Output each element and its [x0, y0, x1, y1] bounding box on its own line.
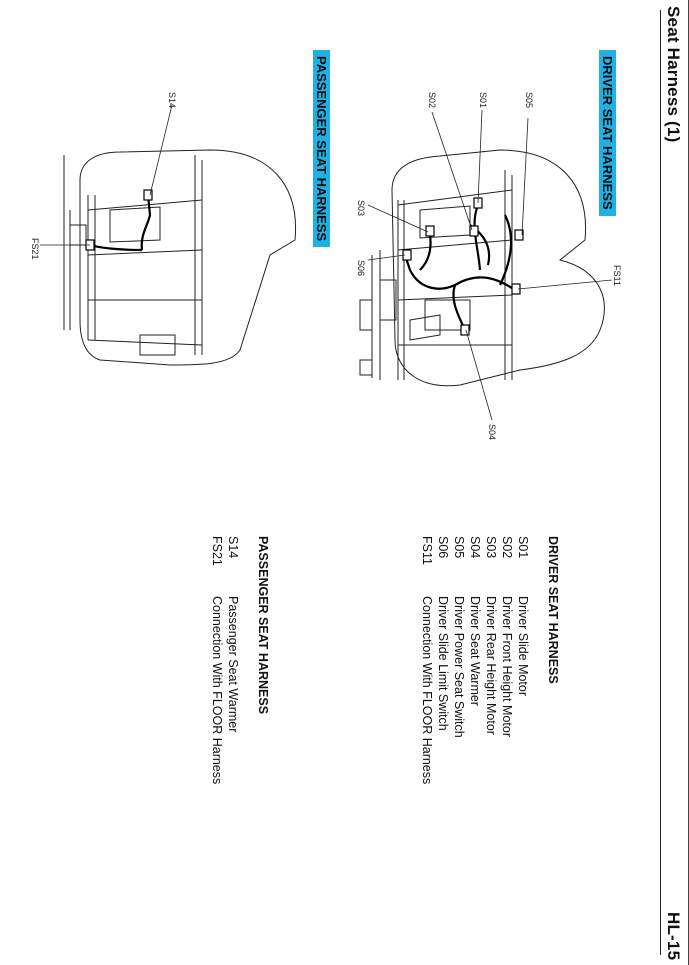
driver-callout-s06: S06 — [356, 260, 366, 277]
legend-code: S02 — [500, 536, 514, 559]
legend-desc: Connection With FLOOR Harness — [420, 596, 434, 785]
legend-desc: Driver Slide Motor — [516, 596, 530, 697]
driver-connector-s02 — [469, 225, 479, 237]
passenger-legend-title: PASSENGER SEAT HARNESS — [256, 536, 270, 715]
legend-desc: Connection With FLOOR Harness — [210, 596, 224, 785]
driver-callout-line-s04 — [465, 329, 493, 421]
legend-desc: Driver Seat Warmer — [468, 596, 482, 706]
driver-callout-line-fs11 — [517, 279, 613, 290]
passenger-callout-fs21: FS21 — [30, 238, 40, 260]
legend-code: S01 — [516, 536, 530, 559]
passenger-callout-line-s14 — [149, 104, 173, 196]
driver-callout-line-s03 — [367, 204, 429, 233]
driver-callout-line-s05 — [521, 117, 529, 236]
legend-code: S05 — [452, 536, 466, 559]
legend-code: FS21 — [210, 536, 224, 566]
driver-harness-wire-main — [403, 204, 516, 331]
driver-connector-s05 — [514, 229, 524, 241]
driver-callout-s03: S03 — [356, 200, 366, 217]
driver-callout-s01: S01 — [478, 92, 488, 109]
passenger-cushion-outline — [79, 149, 297, 366]
passenger-frame-rail-right — [194, 155, 203, 355]
driver-bracket — [379, 279, 441, 341]
driver-callout-line-s06 — [367, 254, 406, 261]
driver-callout-s02: S02 — [427, 92, 437, 109]
driver-frame-cross — [397, 189, 513, 346]
passenger-connector-s14 — [143, 189, 153, 201]
passenger-frame-rail-left — [63, 155, 96, 340]
driver-cushion-outline — [391, 149, 605, 387]
passenger-bracket — [69, 224, 87, 246]
driver-connector-s04 — [460, 324, 470, 336]
legend-code: S04 — [468, 536, 482, 559]
legend-code: S06 — [436, 536, 450, 559]
legend-desc: Driver Slide Limit Switch — [436, 596, 450, 731]
driver-callout-s05: S05 — [524, 92, 534, 109]
passenger-motor-box — [109, 206, 176, 356]
driver-callout-s04: S04 — [487, 424, 497, 441]
legend-desc: Driver Power Seat Switch — [452, 596, 466, 738]
driver-frame-rail-left — [371, 200, 405, 380]
legend-code: S14 — [226, 536, 240, 559]
driver-legend-title: DRIVER SEAT HARNESS — [546, 536, 560, 684]
legend-desc: Driver Rear Height Motor — [484, 596, 498, 735]
driver-callout-line-s01 — [477, 109, 483, 204]
legend-code: FS11 — [420, 536, 434, 565]
legend-desc: Passenger Seat Warmer — [226, 596, 240, 733]
header-rule — [660, 10, 661, 955]
legend-code: S03 — [484, 536, 498, 559]
driver-foot-rails — [359, 299, 372, 376]
driver-callout-line-s02 — [431, 111, 473, 231]
passenger-callout-s14: S14 — [167, 92, 177, 109]
passenger-frame-cross — [87, 199, 203, 346]
driver-callout-fs11: FS11 — [612, 265, 622, 286]
legend-desc: Driver Front Height Motor — [500, 596, 514, 738]
